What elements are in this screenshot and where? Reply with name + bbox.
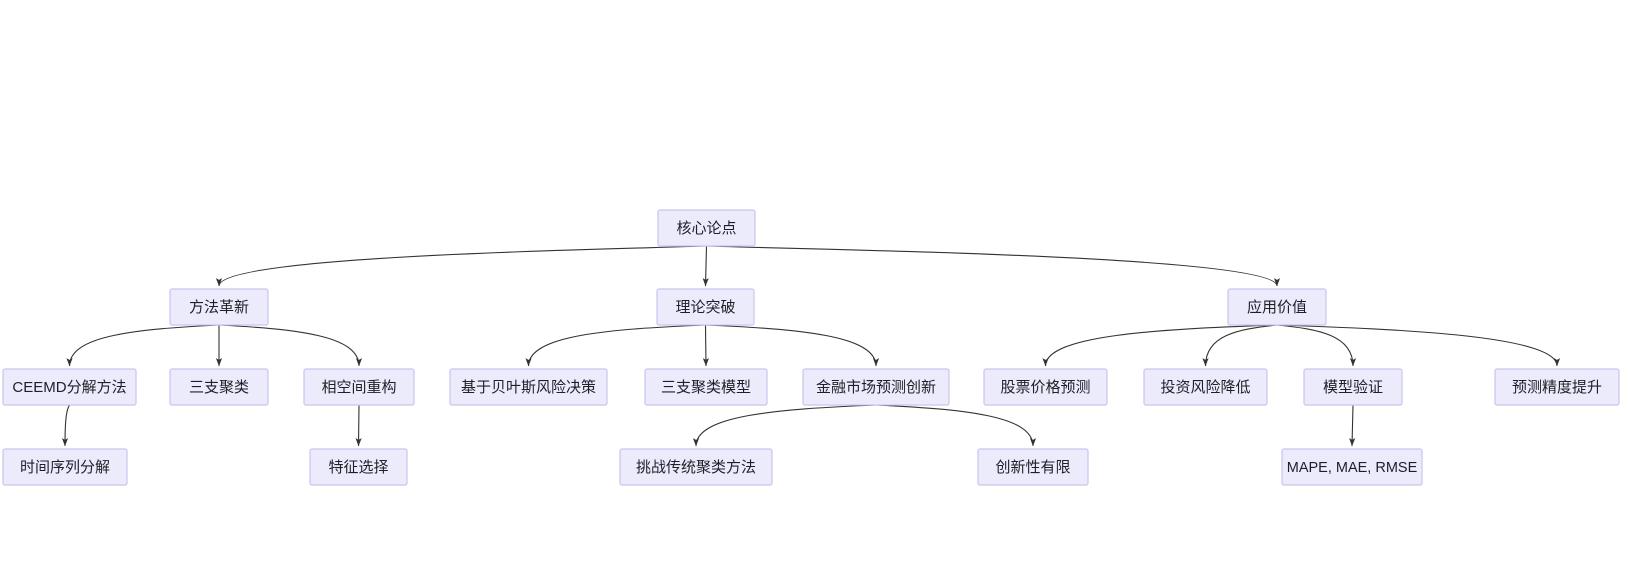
edge-layer — [61, 245, 1561, 447]
node-label: 时间序列分解 — [20, 459, 110, 476]
tree-node[interactable]: 应用价值 — [1227, 288, 1327, 326]
tree-node[interactable]: 相空间重构 — [303, 368, 415, 406]
tree-edge — [216, 245, 707, 287]
tree-node[interactable]: 方法革新 — [169, 288, 269, 326]
tree-node[interactable]: 理论突破 — [656, 288, 755, 326]
node-box[interactable] — [657, 209, 756, 247]
node-label: 基于贝叶斯风险决策 — [461, 379, 596, 396]
node-label: 方法革新 — [189, 299, 249, 316]
tree-edge — [1276, 324, 1357, 367]
tree-node[interactable]: 三支聚类模型 — [644, 368, 768, 406]
node-label: 应用价值 — [1247, 298, 1307, 316]
tree-node[interactable]: 三支聚类 — [169, 368, 269, 406]
node-box[interactable] — [449, 368, 608, 406]
node-label: MAPE, MAE, RMSE — [1287, 460, 1418, 476]
tree-node[interactable]: 预测精度提升 — [1494, 368, 1620, 406]
node-label: 三支聚类模型 — [661, 379, 751, 396]
tree-node[interactable]: 创新性有限 — [977, 448, 1089, 486]
node-label: 三支聚类 — [189, 379, 249, 396]
node-label: 挑战传统聚类方法 — [636, 459, 756, 476]
tree-edge — [702, 324, 709, 367]
tree-node[interactable]: MAPE, MAE, RMSE — [1281, 448, 1423, 486]
node-label: 股票价格预测 — [1000, 379, 1090, 396]
tree-edge — [702, 245, 709, 287]
node-box[interactable] — [802, 368, 950, 406]
node-box[interactable] — [1303, 368, 1403, 406]
node-box[interactable] — [2, 448, 128, 486]
tree-edge — [525, 324, 706, 367]
node-box[interactable] — [303, 368, 415, 406]
tree-node[interactable]: 时间序列分解 — [2, 448, 128, 486]
node-box[interactable] — [619, 448, 773, 486]
tree-node[interactable]: 特征选择 — [309, 448, 408, 486]
tree-edge — [692, 404, 877, 447]
tree-edge — [1042, 324, 1278, 367]
node-box[interactable] — [169, 288, 269, 326]
tree-edge — [66, 324, 220, 367]
node-label: 相空间重构 — [321, 379, 396, 396]
tree-edge — [218, 324, 363, 367]
node-box[interactable] — [983, 368, 1108, 406]
tree-node[interactable]: 核心论点 — [657, 209, 756, 247]
node-label: 核心论点 — [676, 220, 736, 237]
tree-edge — [61, 404, 70, 447]
node-label: 特征选择 — [328, 459, 388, 476]
node-label: CEEMD分解方法 — [12, 379, 126, 396]
tree-node[interactable]: 基于贝叶斯风险决策 — [449, 368, 608, 406]
tree-edge — [1276, 324, 1561, 367]
node-box[interactable] — [169, 368, 269, 406]
node-label: 理论突破 — [675, 299, 735, 316]
node-box[interactable] — [977, 448, 1089, 486]
tree-node[interactable]: CEEMD分解方法 — [2, 368, 137, 406]
node-box[interactable] — [656, 288, 755, 326]
node-box[interactable] — [644, 368, 768, 406]
node-box[interactable] — [309, 448, 408, 486]
tree-edge — [355, 404, 362, 447]
node-box[interactable] — [1143, 368, 1268, 406]
tree-node[interactable]: 金融市场预测创新 — [802, 368, 950, 406]
node-box[interactable] — [1227, 288, 1327, 326]
tree-edge — [706, 245, 1280, 287]
tree-node[interactable]: 股票价格预测 — [983, 368, 1108, 406]
node-label: 创新性有限 — [995, 459, 1070, 476]
tree-edge — [705, 324, 880, 367]
tree-node[interactable]: 模型验证 — [1303, 368, 1403, 406]
tree-edge — [1202, 324, 1278, 367]
node-box[interactable] — [1281, 448, 1423, 486]
node-box[interactable] — [1494, 368, 1620, 406]
node-label: 金融市场预测创新 — [816, 379, 936, 396]
tree-edge — [1349, 404, 1356, 447]
node-label: 投资风险降低 — [1160, 379, 1250, 396]
node-box[interactable] — [2, 368, 137, 406]
tree-node[interactable]: 投资风险降低 — [1143, 368, 1268, 406]
tree-edge — [875, 404, 1037, 447]
tree-node[interactable]: 挑战传统聚类方法 — [619, 448, 773, 486]
node-label: 预测精度提升 — [1512, 379, 1602, 396]
node-label: 模型验证 — [1323, 379, 1383, 396]
